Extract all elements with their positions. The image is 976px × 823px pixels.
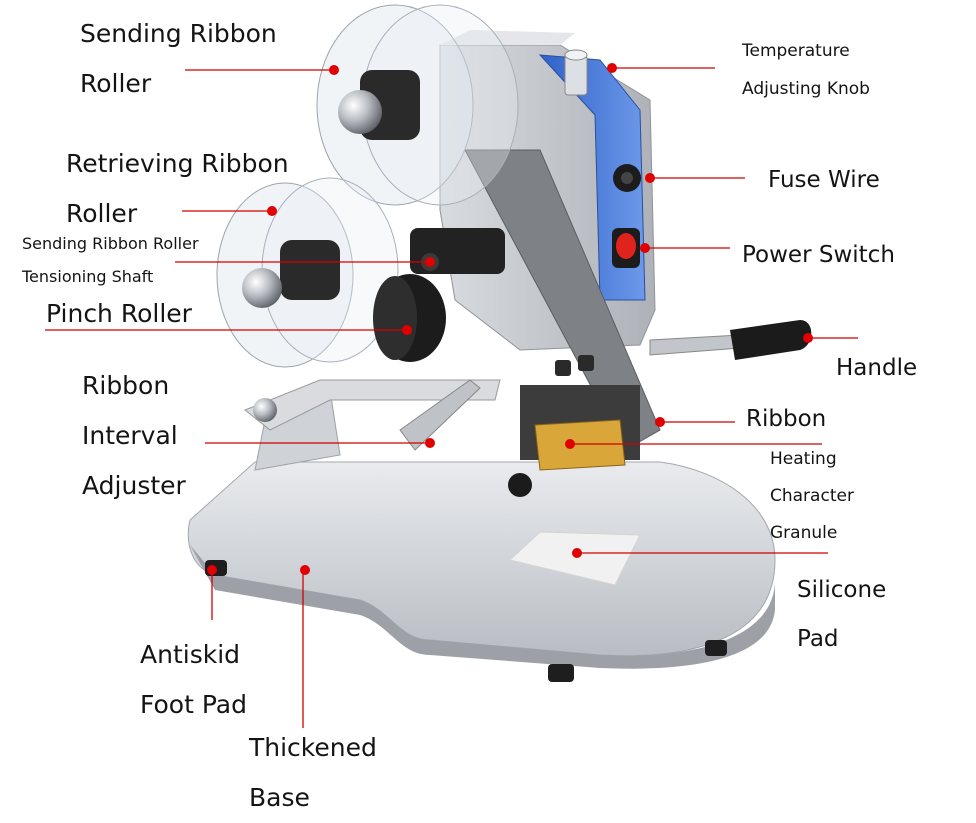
- label-temperature-knob-2: Adjusting Knob: [742, 79, 870, 99]
- label-interval-adjuster-3: Adjuster: [82, 471, 186, 500]
- label-silicone-pad-1: Silicone: [797, 577, 887, 603]
- label-handle: Handle: [836, 355, 918, 381]
- thickened-base: [187, 461, 776, 669]
- sending-ribbon-roller: [316, 4, 519, 206]
- label-antiskid-foot-pad-1: Antiskid: [140, 640, 241, 669]
- label-sending-ribbon-roller-2: Roller: [80, 69, 152, 98]
- label-tensioning-shaft-2: Tensioning Shaft: [22, 267, 154, 286]
- label-interval-adjuster-2: Interval: [82, 421, 178, 450]
- heating-head: [508, 355, 640, 497]
- label-silicone-pad-2: Pad: [797, 626, 839, 652]
- label-antiskid-foot-pad-2: Foot Pad: [140, 690, 247, 719]
- power-switch: [612, 228, 640, 268]
- temperature-knob: [564, 49, 588, 96]
- label-sending-ribbon-roller-1: Sending Ribbon: [80, 19, 277, 48]
- label-power-switch: Power Switch: [742, 242, 895, 268]
- pinch-roller: [373, 274, 446, 362]
- label-thickened-base-1: Thickened: [249, 733, 377, 762]
- handle: [649, 320, 812, 360]
- ribbon-strip: [464, 149, 661, 451]
- label-ribbon: Ribbon: [746, 406, 827, 432]
- label-pinch-roller: Pinch Roller: [46, 299, 192, 328]
- retrieving-ribbon-roller: [216, 177, 399, 368]
- label-thickened-base-2: Base: [249, 783, 310, 812]
- label-interval-adjuster-1: Ribbon: [82, 371, 170, 400]
- label-heating-granule-1: Heating: [770, 449, 837, 469]
- callout-dots: [207, 63, 813, 575]
- fuse-wire: [613, 164, 641, 192]
- tensioning-shaft: [410, 228, 505, 274]
- silicone-pad: [508, 531, 641, 586]
- label-heating-granule-3: Granule: [770, 523, 838, 543]
- label-temperature-knob-1: Temperature: [742, 41, 850, 61]
- label-fuse-wire: Fuse Wire: [768, 167, 880, 193]
- leader-lines: [45, 67, 858, 728]
- label-heating-granule-2: Character: [770, 486, 854, 506]
- label-tensioning-shaft-1: Sending Ribbon Roller: [22, 234, 199, 253]
- label-retrieving-ribbon-roller-1: Retrieving Ribbon: [66, 149, 289, 178]
- label-retrieving-ribbon-roller-2: Roller: [66, 199, 138, 228]
- interval-adjuster: [244, 379, 501, 451]
